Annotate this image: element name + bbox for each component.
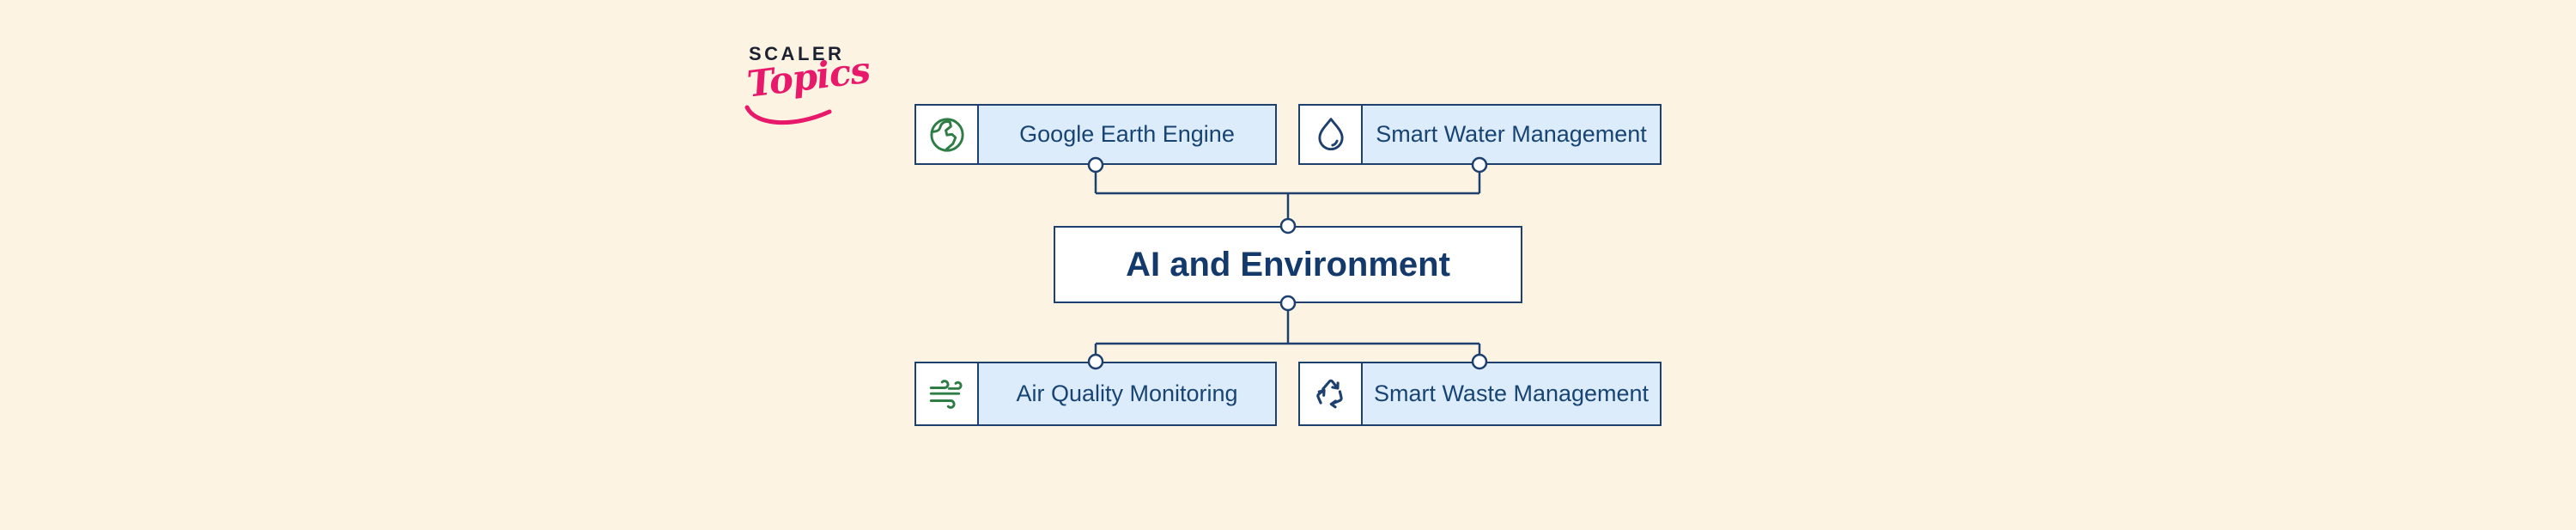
node-label: Google Earth Engine — [979, 106, 1275, 163]
globe-icon — [916, 106, 979, 163]
wind-icon — [916, 363, 979, 424]
logo-swash-stroke — [744, 105, 832, 125]
scaler-topics-logo: SCALER Topics — [744, 43, 872, 125]
node-google-earth-engine: Google Earth Engine — [914, 104, 1277, 165]
logo-brand-text: SCALER — [749, 43, 845, 64]
recycle-icon — [1300, 363, 1363, 424]
center-node-label: AI and Environment — [1126, 245, 1450, 283]
node-air-quality-monitoring: Air Quality Monitoring — [914, 362, 1277, 426]
node-label: Smart Waste Management — [1363, 363, 1660, 424]
node-label: Air Quality Monitoring — [979, 363, 1275, 424]
water-drop-icon — [1300, 106, 1363, 163]
node-label: Smart Water Management — [1363, 106, 1660, 163]
node-smart-water-management: Smart Water Management — [1298, 104, 1662, 165]
node-ai-and-environment: AI and Environment — [1054, 226, 1522, 303]
node-smart-waste-management: Smart Waste Management — [1298, 362, 1662, 426]
